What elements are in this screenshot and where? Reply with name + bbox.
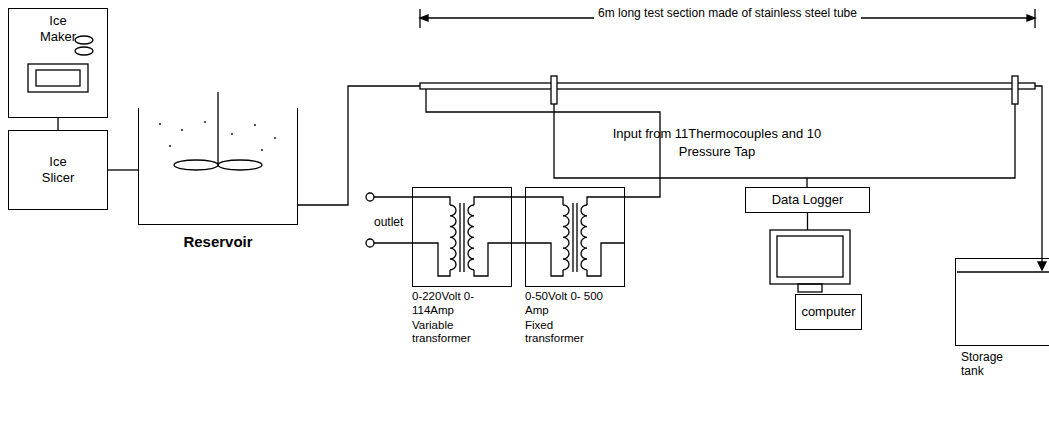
computer-unit: computer <box>770 230 862 330</box>
node-label: Variable transformer <box>412 319 490 347</box>
ice-maker-box: Ice Maker <box>8 8 108 118</box>
reservoir-tank-outline <box>138 108 298 225</box>
node-label: Data Logger <box>772 192 844 208</box>
monitor-space <box>770 230 862 294</box>
transformer-core <box>573 203 577 272</box>
monitor-stand <box>798 284 822 292</box>
stirrer-shaft <box>217 92 218 165</box>
outlet-pipe <box>1035 86 1042 262</box>
stirrer-blade <box>174 160 218 170</box>
flow-arrow <box>1038 262 1046 270</box>
fixed-transformer: 0-50Volt 0- 500 AmpFixed transformer <box>525 187 625 346</box>
transformer-coils <box>412 197 512 276</box>
mains-wire <box>374 197 412 243</box>
signal-wire <box>554 104 1015 178</box>
primary-coil <box>450 205 456 270</box>
connector-line <box>512 197 525 243</box>
signal-wire <box>806 178 807 187</box>
storage-tank: Storage tank <box>955 258 1049 379</box>
outlet-terminal <box>366 239 374 247</box>
variable-transformer: 0-220Volt 0-114AmpVariable transformer <box>412 187 512 346</box>
secondary-coil <box>468 205 474 270</box>
ice-maker-knob <box>75 36 93 44</box>
computer-box: computer <box>795 294 862 330</box>
dimension-label: 6m long test section made of stainless s… <box>594 6 861 20</box>
outlet-label-holder: outlet <box>374 212 410 230</box>
ice-particle <box>181 129 183 131</box>
connector-line <box>57 118 58 130</box>
node-label: Fixed transformer <box>525 319 603 347</box>
test-section-tube <box>420 83 1035 89</box>
ice-particle <box>204 121 206 123</box>
ice-tray-inner <box>36 70 80 86</box>
node-label: 0-50Volt 0- 500 Amp <box>525 290 603 318</box>
water-level <box>957 271 1049 272</box>
monitor-screen <box>777 236 843 277</box>
dimension-label-holder: 6m long test section made of stainless s… <box>420 3 1035 21</box>
primary-coil <box>563 205 569 270</box>
connector-line <box>807 213 808 230</box>
transformer-coils <box>525 197 625 276</box>
ice-particle <box>274 137 276 139</box>
supply-pipe <box>298 86 420 205</box>
apparatus-lines <box>28 9 1049 292</box>
thermocouple-probe <box>551 76 557 104</box>
ice-particle <box>231 133 233 135</box>
node-label: computer <box>801 304 855 320</box>
storage-tank-outline <box>955 258 1049 346</box>
coil-lead <box>412 197 450 276</box>
stirrer-blade <box>218 160 262 170</box>
ice-particle <box>261 149 263 151</box>
coil-lead <box>474 197 512 276</box>
ice-slicer-box: Ice Slicer <box>8 130 108 210</box>
node-label: 0-220Volt 0-114Amp <box>412 290 490 318</box>
variable-transformer-outline <box>412 187 512 287</box>
ice-particle <box>159 123 161 125</box>
outlet-terminal <box>366 193 374 201</box>
fixed-transformer-outline <box>525 187 625 287</box>
secondary-coil <box>581 205 587 270</box>
ice-particles <box>159 121 276 151</box>
node-label: Reservoir <box>138 233 298 251</box>
power-wire <box>426 89 660 197</box>
transformer-core <box>460 203 464 272</box>
data-logger-box: Data Logger <box>745 187 870 213</box>
ice-particle <box>169 145 171 147</box>
node-label: Ice Slicer <box>33 154 83 185</box>
dimension-arrow <box>420 15 428 21</box>
node-label: Ice Maker <box>33 13 83 44</box>
ice-tray <box>28 64 88 92</box>
coil-lead <box>587 197 625 276</box>
instrument-note: Input from 11Thermocouples and 10 Pressu… <box>613 126 822 159</box>
coil-lead <box>525 197 563 276</box>
thermocouple-probe <box>1012 76 1018 104</box>
outlet-label: outlet <box>374 215 403 229</box>
monitor-frame <box>770 230 850 284</box>
connector-line <box>108 169 138 170</box>
dimension-arrow <box>1027 15 1035 21</box>
node-label: Storage tank <box>955 350 1021 379</box>
reservoir-tank: Reservoir <box>138 108 298 251</box>
instrument-note-holder: Input from 11Thermocouples and 10 Pressu… <box>612 124 822 160</box>
ice-particle <box>254 124 256 126</box>
ice-maker-knob <box>75 47 93 55</box>
